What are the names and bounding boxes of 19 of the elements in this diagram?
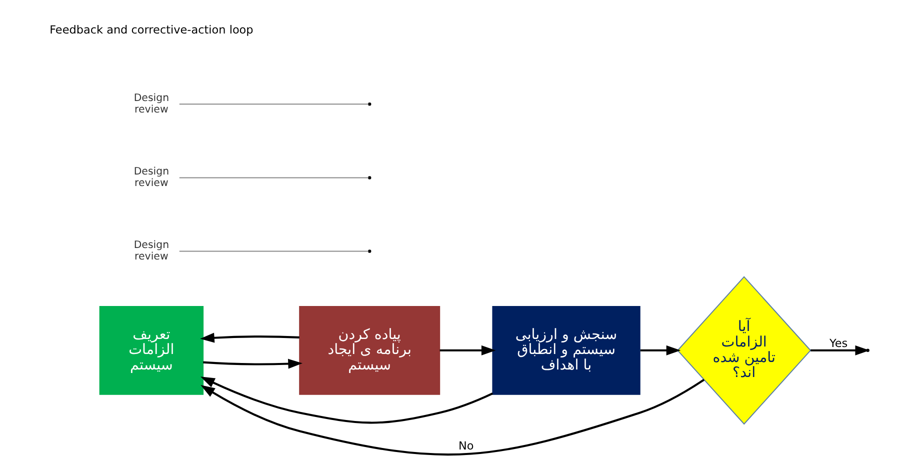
arrow <box>200 376 494 424</box>
node-diamond: آیا الزامات تامین شده اند؟ <box>676 276 812 425</box>
connector <box>179 250 368 252</box>
node-box: پیاده کردن برنامه ی ایجاد سیستم <box>299 306 440 395</box>
node-text: Design review <box>134 166 170 189</box>
edge-label: Yes <box>830 337 848 350</box>
node-box: سنجش و ارزیابی سیستم و انطباق با اهداف <box>492 306 640 395</box>
arrow <box>203 358 302 369</box>
arrow <box>200 332 300 343</box>
node-box: تعریف الزامات سیستم <box>99 306 204 395</box>
label: Feedback and corrective-action loop <box>50 23 254 36</box>
arrow <box>640 345 681 356</box>
arrow <box>440 345 496 356</box>
arrow <box>200 378 705 456</box>
node-text: Design review <box>134 240 170 262</box>
connector <box>179 177 368 178</box>
connector <box>179 104 368 105</box>
edge-label: No <box>458 439 474 452</box>
node-text: Design review <box>134 93 170 116</box>
